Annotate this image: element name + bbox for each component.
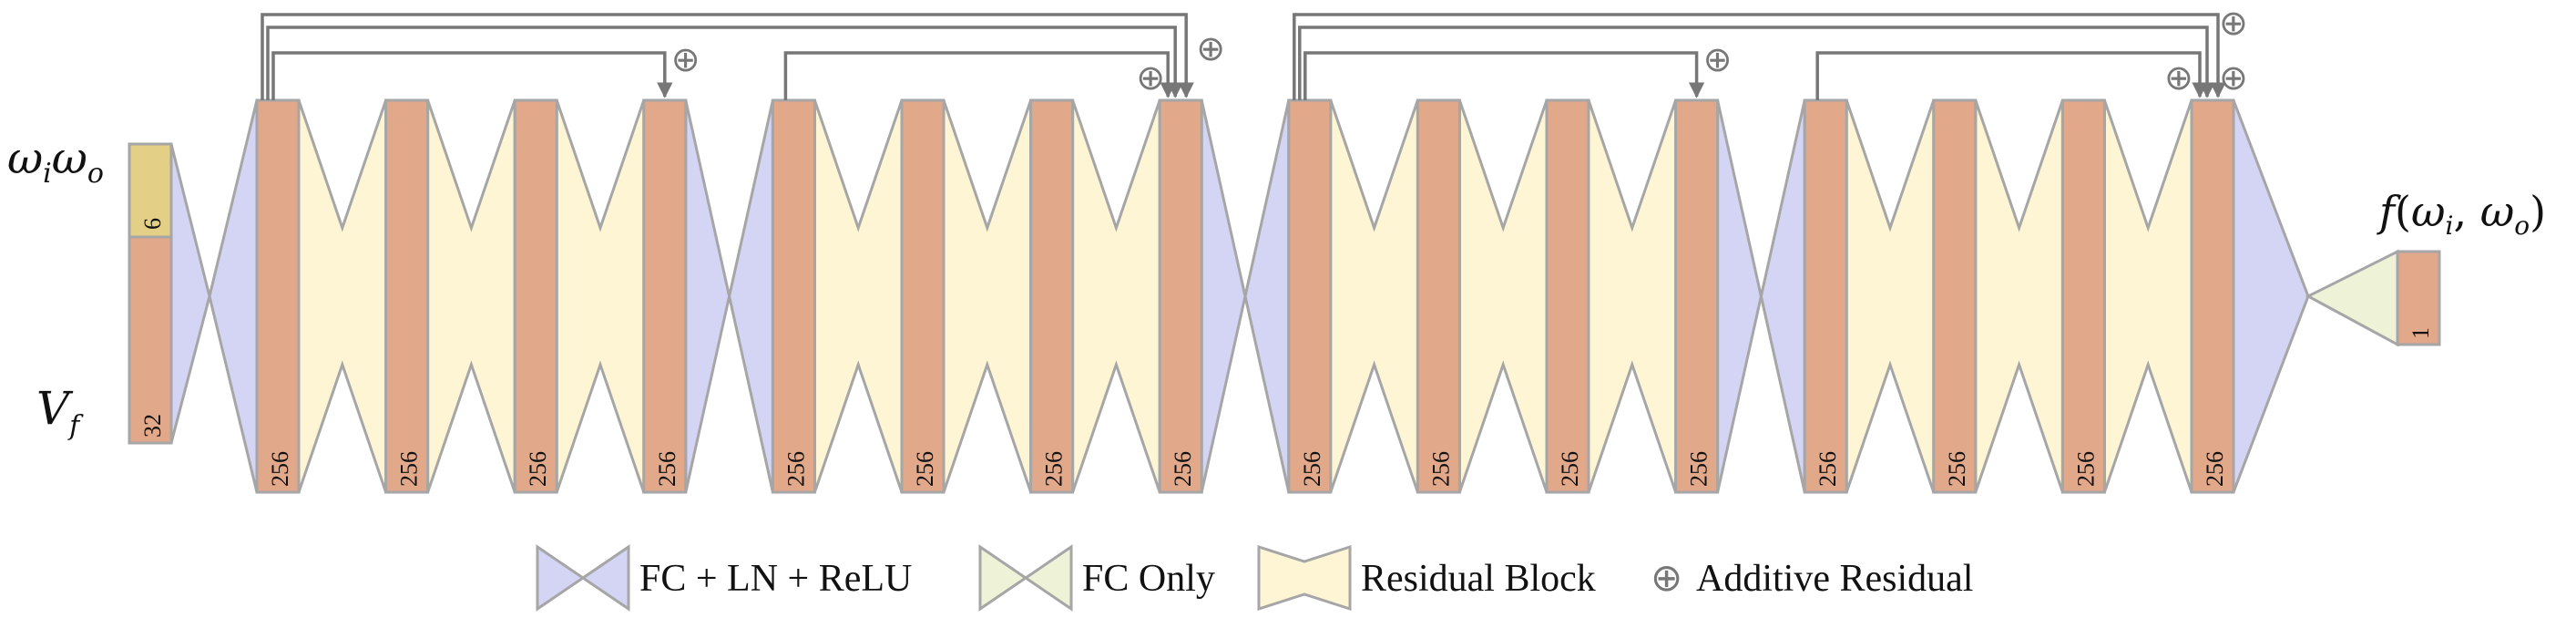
additive-residual-icon: ⊕ — [1651, 555, 1682, 600]
layer-dim-label: 256 — [525, 451, 551, 487]
layer-dim-label: 256 — [2072, 451, 2099, 487]
hidden-layer-bar — [1158, 98, 1203, 494]
layer-dim-label: 256 — [1686, 451, 1712, 487]
layer-dim-label: 256 — [654, 451, 680, 487]
skip-connection-arrow — [271, 51, 673, 100]
layer-dim-label: 256 — [1814, 451, 1841, 487]
layer-dim-label: 256 — [1041, 451, 1068, 487]
layer-dim-label: 256 — [2202, 451, 2228, 487]
legend-fc-ln-relu-label: FC + LN + ReLU — [639, 558, 912, 600]
skip-connection-arrow — [266, 26, 1183, 100]
layer-dim-label: 256 — [1427, 451, 1454, 487]
hidden-layers: 256 256 256 256 256 256 256 256 256 256 256 256 256 2… — [255, 98, 2235, 494]
hidden-layer-bar — [513, 98, 558, 494]
connector-fc-ln-relu — [2232, 99, 2310, 493]
connector-fc-ln-relu — [1716, 99, 1806, 493]
connector-residual-block — [426, 99, 516, 493]
layer-dim-label: 256 — [1170, 451, 1196, 487]
layer-dim-label: 256 — [1557, 451, 1583, 487]
connector-residual-block — [555, 99, 646, 493]
layer-dim-label: 256 — [912, 451, 938, 487]
connector-residual-block — [1845, 99, 1936, 493]
connector-residual-block — [1071, 99, 1161, 493]
output-dim-label: 1 — [2407, 327, 2434, 339]
output-box — [2396, 250, 2441, 346]
hidden-layer-bar — [1803, 98, 1848, 494]
connector-residual-block — [1457, 99, 1549, 493]
connector-residual-block — [297, 99, 388, 493]
connector-residual-block — [1587, 99, 1678, 493]
layer-dim-label: 256 — [782, 451, 809, 487]
hidden-layer-bar — [1545, 98, 1590, 494]
output-label: f(ωi, ωo) — [2377, 187, 2546, 241]
hidden-layer-bar — [1416, 98, 1461, 494]
connector-fc-ln-relu — [169, 99, 259, 493]
skip-connections: ⊕ ⊕ ⊕ ⊕ ⊕ ⊕ ⊕ — [261, 3, 2248, 100]
hidden-layer-bar — [1932, 98, 1978, 494]
legend-additive-residual-label: Additive Residual — [1696, 558, 1973, 600]
hidden-layer-bar — [384, 98, 430, 494]
vf-input-box — [128, 235, 173, 445]
additive-residual-icon: ⊕ — [1196, 28, 1225, 68]
omega-dim-label: 6 — [139, 218, 166, 230]
hidden-layer-bar — [900, 98, 946, 494]
connector-fc-only — [2305, 249, 2399, 347]
hidden-layer-bar — [1287, 98, 1333, 494]
layer-dim-label: 256 — [1944, 451, 1970, 487]
additive-residual-icon: ⊕ — [2219, 57, 2248, 98]
legend-residual-block-swatch — [1257, 544, 1352, 612]
connector-fc-ln-relu — [684, 99, 774, 493]
hidden-layer-bar — [2060, 98, 2106, 494]
hidden-layer-bar — [255, 98, 301, 494]
input-group: 6 32 ωiωo Vf — [7, 133, 173, 445]
hidden-layer-bar — [1029, 98, 1075, 494]
additive-residual-icon: ⊕ — [1136, 57, 1165, 98]
legend-residual-block-label: Residual Block — [1361, 558, 1596, 600]
skip-connection-arrow — [1815, 51, 2208, 100]
legend-fc-ln-relu-swatch — [536, 544, 630, 612]
connector-layer — [169, 99, 2399, 493]
connector-residual-block — [1974, 99, 2064, 493]
hidden-layer-bar — [771, 98, 816, 494]
layer-dim-label: 256 — [267, 451, 293, 487]
hidden-layer-bar — [2190, 98, 2235, 494]
legend-fc-only-label: FC Only — [1082, 558, 1215, 600]
legend-fc-only: FC Only — [978, 544, 1215, 612]
skip-connection-arrow — [783, 51, 1176, 100]
layer-dim-label: 256 — [396, 451, 423, 487]
vf-label: Vf — [36, 382, 84, 442]
connector-residual-block — [1329, 99, 1419, 493]
legend-fc-ln-relu: FC + LN + ReLU — [536, 544, 912, 612]
vf-dim-label: 32 — [139, 414, 166, 438]
additive-residual-icon: ⊕ — [2219, 3, 2248, 43]
omega-label: ωiωo — [7, 133, 104, 190]
connector-residual-block — [813, 99, 904, 493]
legend: FC + LN + ReLU FC Only Residual Block ⊕ … — [536, 544, 1973, 612]
hidden-layer-bar — [1674, 98, 1720, 494]
connector-residual-block — [2102, 99, 2193, 493]
legend-fc-only-swatch — [978, 544, 1073, 612]
connector-residual-block — [942, 99, 1033, 493]
connector-fc-ln-relu — [1200, 99, 1291, 493]
legend-residual-block: Residual Block — [1257, 544, 1596, 612]
hidden-layer-bar — [642, 98, 688, 494]
additive-residual-icon: ⊕ — [671, 39, 700, 79]
layer-dim-label: 256 — [1299, 451, 1325, 487]
additive-residual-icon: ⊕ — [2164, 57, 2193, 98]
legend-additive-residual: ⊕ Additive Residual — [1651, 555, 1973, 600]
output-group: 1 f(ωi, ωo) — [2377, 187, 2546, 346]
skip-connection-arrow — [1293, 13, 2226, 100]
additive-residual-icon: ⊕ — [1703, 39, 1733, 79]
skip-connection-arrow — [1303, 51, 1705, 100]
skip-connection-arrow — [261, 13, 1194, 100]
skip-connection-arrow — [1298, 26, 2215, 100]
